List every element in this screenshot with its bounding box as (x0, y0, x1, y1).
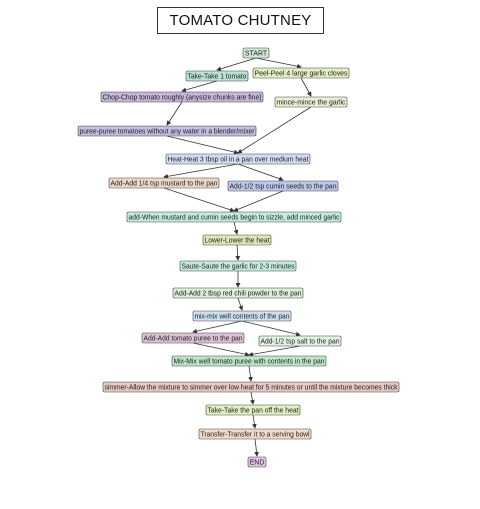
node-label-add-salt: Add-1/2 tsp salt to the pan (261, 338, 340, 345)
node-take-pan: Take-Take the pan off the heat (205, 404, 301, 416)
node-label-take-tomato: Take-Take 1 tomato (188, 73, 247, 80)
edge-mix-contents-to-add-salt (241, 320, 301, 337)
node-label-take-pan: Take-Take the pan off the heat (208, 407, 299, 414)
node-mix-contents: mix-mix well contents of the pan (192, 310, 292, 322)
node-box-simmer (102, 381, 400, 393)
edge-start-to-take-tomato (216, 57, 257, 72)
node-box-mince-garlic (274, 96, 348, 108)
node-chop-tomato: Chop-Chop tomato roughly (anysize chunks… (100, 91, 264, 103)
node-label-add-cumin: Add-1/2 tsp cumin seeds to the pan (230, 183, 337, 190)
node-saute-garlic: Saute-Saute the garlic for 2-3 minutes (179, 260, 297, 272)
edge-lower-heat-to-saute-garlic (235, 244, 241, 261)
node-puree-tomatoes: puree-puree tomatoes without any water i… (77, 125, 257, 137)
node-label-add-garlic: add-When mustard and cumin seeds begin t… (129, 214, 340, 221)
node-label-puree-tomatoes: puree-puree tomatoes without any water i… (80, 128, 256, 135)
node-label-mince-garlic: mince-mince the garlic (277, 99, 346, 106)
node-add-garlic: add-When mustard and cumin seeds begin t… (126, 211, 342, 223)
node-add-puree: Add-Add tomato puree to the pan (141, 332, 245, 344)
edge-mince-garlic-to-heat-oil (237, 106, 312, 154)
node-label-heat-oil: Heat-Heat 3 tbsp oil in a pan over mediu… (168, 156, 309, 163)
node-label-simmer: simmer-Allow the mixture to simmer over … (105, 384, 398, 391)
node-add-mustard: Add-Add 1/4 tsp mustard to the pan (108, 177, 220, 189)
node-box-mix-puree (171, 355, 327, 367)
node-box-start (242, 47, 270, 59)
edge-add-salt-to-mix-puree (248, 345, 301, 357)
node-label-mix-contents: mix-mix well contents of the pan (195, 313, 290, 320)
node-box-take-pan (205, 404, 301, 416)
edge-mix-contents-to-add-puree (192, 320, 243, 334)
node-box-add-salt (258, 335, 342, 347)
node-box-saute-garlic (179, 260, 297, 272)
edge-take-tomato-to-chop-tomato (181, 80, 218, 93)
node-label-transfer: Transfer-Transfer it to a serving bowl (201, 431, 310, 438)
node-add-salt: Add-1/2 tsp salt to the pan (258, 335, 342, 347)
node-box-add-mustard (108, 177, 220, 189)
node-heat-oil: Heat-Heat 3 tbsp oil in a pan over mediu… (165, 153, 311, 165)
edge-add-cumin-to-add-garlic (233, 190, 284, 212)
node-box-add-cumin (227, 180, 339, 192)
node-label-mix-puree: Mix-Mix well tomato puree with contents … (174, 358, 325, 365)
edge-add-garlic-to-lower-heat (233, 221, 239, 235)
node-label-end: END (250, 459, 265, 466)
node-label-lower-heat: Lower-Lower the heat (205, 237, 270, 244)
node-end: END (247, 456, 267, 468)
diagram-title: TOMATO CHUTNEY (157, 7, 324, 34)
edge-add-chili-to-mix-contents (237, 297, 244, 311)
node-box-add-chili (172, 287, 304, 299)
edge-peel-garlic-to-mince-garlic (300, 77, 312, 97)
node-start: START (242, 47, 270, 59)
edge-heat-oil-to-add-mustard (163, 163, 239, 179)
node-box-puree-tomatoes (77, 125, 257, 137)
edges-layer (163, 57, 312, 457)
node-add-cumin: Add-1/2 tsp cumin seeds to the pan (227, 180, 339, 192)
node-box-heat-oil (165, 153, 311, 165)
node-label-peel-garlic: Peel-Peel 4 large garlic cloves (255, 70, 348, 77)
edge-add-mustard-to-add-garlic (163, 187, 235, 213)
edge-chop-tomato-to-puree-tomatoes (166, 101, 183, 126)
node-peel-garlic: Peel-Peel 4 large garlic cloves (252, 67, 350, 79)
node-box-add-garlic (126, 211, 342, 223)
node-label-add-puree: Add-Add tomato puree to the pan (144, 335, 243, 342)
node-transfer: Transfer-Transfer it to a serving bowl (198, 428, 312, 440)
node-box-transfer (198, 428, 312, 440)
edge-heat-oil-to-add-cumin (237, 163, 284, 181)
edge-start-to-peel-garlic (255, 57, 302, 69)
nodes-layer: START Take-Take 1 tomato Peel-Peel 4 large… (77, 47, 400, 468)
node-box-end (247, 456, 267, 468)
node-box-take-tomato (185, 70, 249, 82)
edge-take-pan-to-transfer (252, 414, 257, 429)
edge-simmer-to-take-pan (249, 391, 255, 405)
edge-puree-tomatoes-to-heat-oil (166, 135, 239, 155)
node-box-peel-garlic (252, 67, 350, 79)
node-add-chili: Add-Add 2 tbsp red chili powder to the p… (172, 287, 304, 299)
node-label-add-mustard: Add-Add 1/4 tsp mustard to the pan (111, 180, 218, 187)
edge-mix-puree-to-simmer (248, 365, 253, 382)
edge-add-puree-to-mix-puree (192, 342, 250, 357)
node-box-add-puree (141, 332, 245, 344)
node-simmer: simmer-Allow the mixture to simmer over … (102, 381, 400, 393)
node-label-start: START (245, 50, 268, 57)
node-box-lower-heat (202, 234, 272, 246)
edge-transfer-to-end (254, 438, 259, 457)
node-label-add-chili: Add-Add 2 tbsp red chili powder to the p… (175, 290, 302, 297)
node-box-chop-tomato (100, 91, 264, 103)
node-mix-puree: Mix-Mix well tomato puree with contents … (171, 355, 327, 367)
node-label-saute-garlic: Saute-Saute the garlic for 2-3 minutes (182, 263, 295, 270)
node-mince-garlic: mince-mince the garlic (274, 96, 348, 108)
node-take-tomato: Take-Take 1 tomato (185, 70, 249, 82)
node-lower-heat: Lower-Lower the heat (202, 234, 272, 246)
node-box-mix-contents (192, 310, 292, 322)
node-label-chop-tomato: Chop-Chop tomato roughly (anysize chunks… (103, 94, 262, 101)
